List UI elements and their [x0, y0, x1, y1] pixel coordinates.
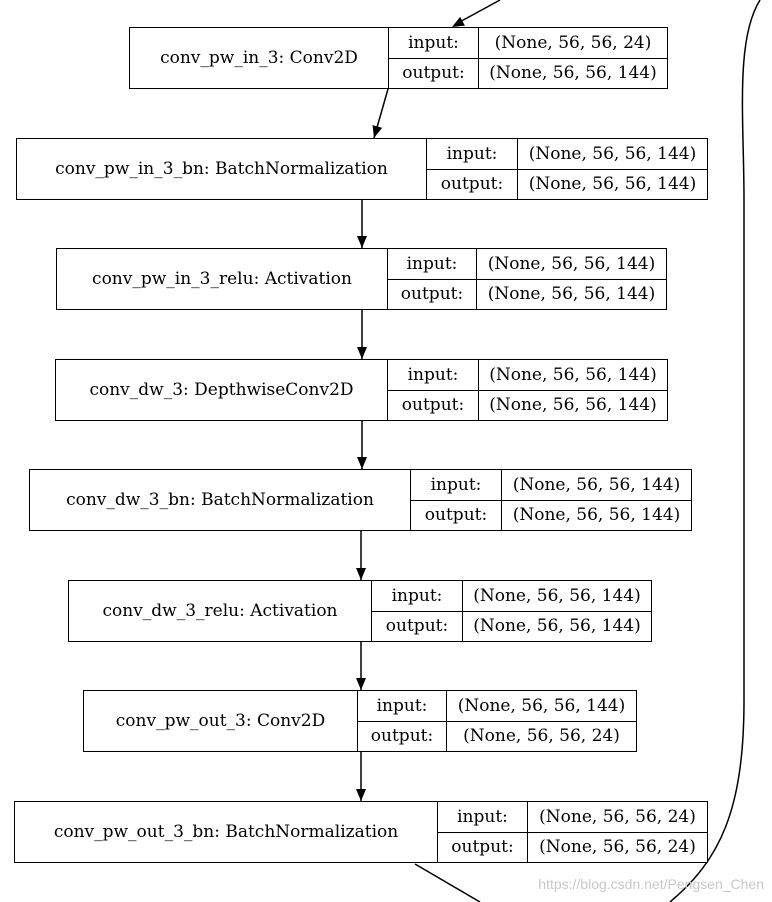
layer-name: conv_pw_out_3_bn: BatchNormalization	[15, 802, 438, 862]
input-label: input:	[438, 802, 528, 833]
layer-node-conv-pw-in-3-relu[interactable]: conv_pw_in_3_relu: Activation input: out…	[56, 248, 667, 310]
arrowhead-n7	[356, 678, 366, 690]
layer-node-conv-pw-out-3-bn[interactable]: conv_pw_out_3_bn: BatchNormalization inp…	[14, 801, 708, 863]
output-shape: (None, 56, 56, 24)	[539, 837, 696, 858]
arrowhead-n8	[356, 789, 366, 801]
input-shape: (None, 56, 56, 144)	[477, 249, 666, 280]
input-label: input:	[388, 249, 477, 280]
arrowhead-n2	[372, 125, 383, 138]
output-label: output:	[388, 279, 477, 309]
input-shape: (None, 56, 56, 144)	[463, 581, 651, 612]
input-shape: (None, 56, 56, 24)	[528, 802, 707, 833]
output-shape: (None, 56, 56, 144)	[487, 284, 656, 305]
layer-name: conv_pw_in_3: Conv2D	[130, 28, 389, 88]
output-shape: (None, 56, 56, 144)	[489, 63, 657, 84]
input-label: input:	[411, 470, 502, 501]
output-label: output:	[389, 58, 479, 88]
output-shape: (None, 56, 56, 144)	[473, 616, 641, 637]
layer-node-conv-dw-3-bn[interactable]: conv_dw_3_bn: BatchNormalization input: …	[29, 469, 692, 531]
skip-connection-edge	[414, 0, 761, 902]
layer-name: conv_pw_in_3_bn: BatchNormalization	[17, 139, 427, 199]
layer-node-conv-pw-in-3-bn[interactable]: conv_pw_in_3_bn: BatchNormalization inpu…	[16, 138, 708, 200]
arrowhead-n3	[357, 236, 367, 248]
output-shape: (None, 56, 56, 144)	[489, 395, 657, 416]
arrowhead-n6	[356, 568, 366, 580]
layer-node-conv-dw-3-relu[interactable]: conv_dw_3_relu: Activation input: output…	[68, 580, 652, 642]
output-label: output:	[438, 832, 528, 862]
arrowhead-n5	[357, 457, 367, 469]
layer-node-conv-dw-3[interactable]: conv_dw_3: DepthwiseConv2D input: output…	[55, 359, 668, 421]
output-shape: (None, 56, 56, 144)	[512, 505, 681, 526]
arrowhead-n4	[357, 347, 367, 359]
layer-name: conv_dw_3: DepthwiseConv2D	[56, 360, 388, 420]
output-label: output:	[372, 611, 463, 641]
input-shape: (None, 56, 56, 144)	[502, 470, 691, 501]
input-label: input:	[372, 581, 463, 612]
input-shape: (None, 56, 56, 144)	[447, 691, 636, 722]
output-label: output:	[427, 169, 518, 199]
layer-name: conv_dw_3_bn: BatchNormalization	[30, 470, 411, 530]
input-label: input:	[427, 139, 518, 170]
input-shape: (None, 56, 56, 144)	[479, 360, 667, 391]
watermark: https://blog.csdn.net/Pengsen_Chen	[538, 876, 764, 892]
input-shape: (None, 56, 56, 144)	[518, 139, 707, 170]
layer-name: conv_pw_in_3_relu: Activation	[57, 249, 388, 309]
output-shape: (None, 56, 56, 144)	[528, 174, 697, 195]
output-label: output:	[411, 500, 502, 530]
input-label: input:	[388, 360, 479, 391]
output-label: output:	[388, 390, 479, 420]
input-label: input:	[389, 28, 479, 59]
output-shape: (None, 56, 56, 24)	[463, 726, 620, 747]
arrowhead-skip-in	[452, 16, 465, 27]
layer-node-conv-pw-in-3[interactable]: conv_pw_in_3: Conv2D input: output: (Non…	[129, 27, 668, 89]
layer-name: conv_pw_out_3: Conv2D	[84, 691, 358, 751]
layer-node-conv-pw-out-3[interactable]: conv_pw_out_3: Conv2D input: output: (No…	[83, 690, 637, 752]
input-shape: (None, 56, 56, 24)	[479, 28, 667, 59]
input-label: input:	[358, 691, 447, 722]
output-label: output:	[358, 721, 447, 751]
layer-name: conv_dw_3_relu: Activation	[69, 581, 372, 641]
